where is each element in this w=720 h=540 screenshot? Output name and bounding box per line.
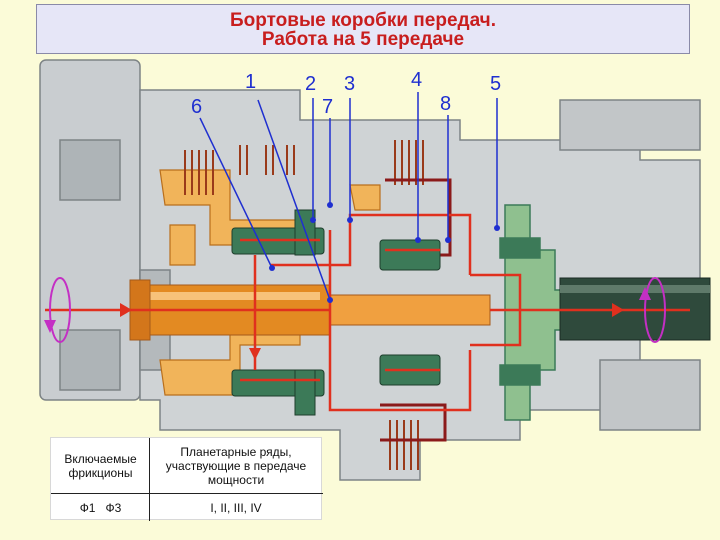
- clutch-pack-upper-left: [184, 150, 214, 195]
- callout-5: 5: [490, 73, 502, 95]
- power-flow-arrows: [120, 303, 624, 360]
- callout-dots: [269, 202, 500, 303]
- title-line-1: Бортовые коробки передач.: [230, 10, 496, 31]
- table-cell-clutches: Ф1 Ф3: [79, 500, 122, 515]
- callout-6: 6: [191, 96, 203, 118]
- callout-7: 7: [322, 96, 334, 118]
- callout-3: 3: [344, 73, 356, 95]
- clutch-packs: [184, 140, 424, 470]
- callout-1: 1: [245, 71, 257, 93]
- rotation-indicators: [49, 277, 666, 343]
- title-banner: Бортовые коробки передач. Работа на 5 пе…: [36, 4, 690, 54]
- clutch-pack-upper-right: [394, 140, 424, 185]
- callout-4: 4: [411, 69, 423, 91]
- clutch-pack-upper-mid: [239, 145, 295, 175]
- callout-2: 2: [305, 73, 317, 95]
- input-rotation-icon: [49, 277, 71, 343]
- callout-leaders: [199, 92, 498, 301]
- table-header-clutches: Включаемые фрикционы: [64, 451, 137, 480]
- power-flow: [45, 213, 690, 412]
- table-cell-planetary-rows: I, II, III, IV: [210, 500, 262, 515]
- engagement-table: Включаемые фрикционы Планетарные ряды, у…: [50, 437, 323, 521]
- table-divider-vertical: [149, 438, 150, 521]
- clutch-housings: [159, 169, 381, 396]
- table-divider-horizontal: [51, 493, 323, 494]
- table-header-planetary-rows: Планетарные ряды, участвующие в передаче…: [165, 444, 307, 487]
- housing: [39, 59, 701, 481]
- clutch-pack-lower-right: [389, 420, 419, 470]
- callout-8: 8: [440, 93, 452, 115]
- title-line-2: Работа на 5 передаче: [261, 29, 465, 50]
- output-rotation-icon: [644, 277, 666, 343]
